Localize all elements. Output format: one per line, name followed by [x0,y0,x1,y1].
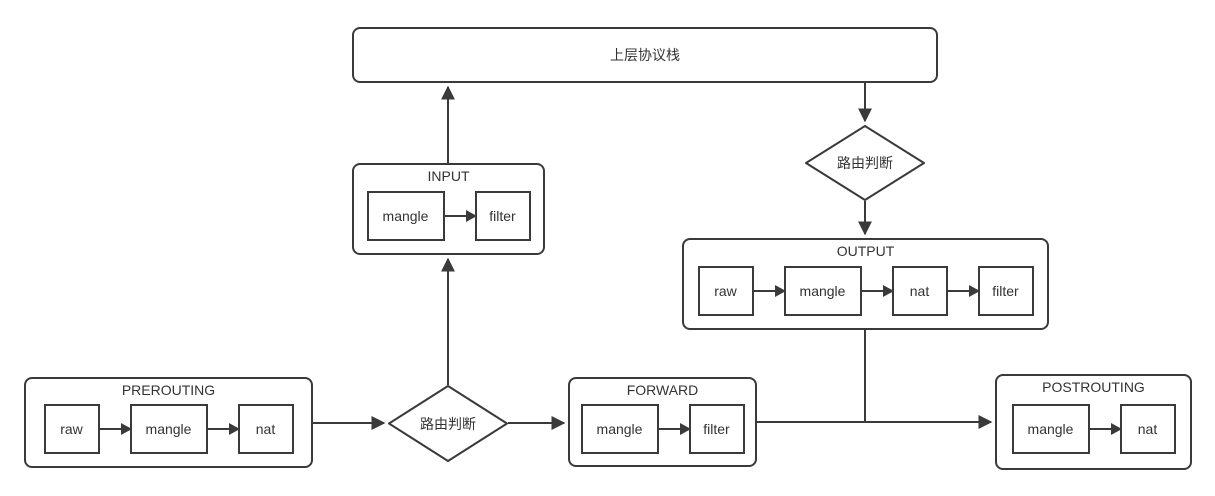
prerouting-node-mangle: mangle [129,404,208,454]
prerouting-node-raw: raw [43,404,100,454]
chain-postrouting-body: mangle nat [997,395,1190,468]
forward-node-filter: filter [688,403,745,454]
routing-decision-top: 路由判断 [805,125,925,201]
chain-postrouting-title: POSTROUTING [1042,379,1145,395]
chain-prerouting-title: PREROUTING [121,382,216,398]
chain-output-title: OUTPUT [836,243,895,259]
arrow-right-icon [444,209,477,222]
routing-decision-center: 路由判断 [388,385,508,462]
postrouting-node-mangle: mangle [1011,403,1090,454]
arrow-right-icon [207,423,240,435]
prerouting-node-nat: nat [237,404,294,454]
routing-decision-top-label: 路由判断 [837,155,893,171]
chain-postrouting: POSTROUTING mangle nat [995,374,1192,470]
chain-input: INPUT mangle filter [352,163,545,255]
arrow-right-icon [947,284,980,297]
chain-forward-title: FORWARD [626,382,699,398]
arrow-right-icon [99,423,132,435]
postrouting-node-nat: nat [1119,403,1176,454]
arrow-right-icon [861,284,894,297]
chain-output-body: raw mangle nat filter [684,259,1047,328]
chain-prerouting: PREROUTING raw mangle nat [24,377,313,468]
output-node-mangle: mangle [783,265,862,316]
output-node-raw: raw [697,265,754,316]
arrow-right-icon [1089,422,1122,435]
chain-forward: FORWARD mangle filter [568,377,757,467]
chain-input-title: INPUT [427,168,470,184]
input-node-mangle: mangle [366,190,445,241]
chain-output: OUTPUT raw mangle nat filter [682,238,1049,330]
diamond-shape [388,385,508,462]
chain-input-body: mangle filter [354,184,543,253]
stack-box: 上层协议栈 [352,27,938,83]
diamond-shape [805,125,925,201]
forward-node-mangle: mangle [580,403,659,454]
arrow-right-icon [753,284,786,297]
chain-prerouting-body: raw mangle nat [26,398,311,466]
routing-decision-center-label: 路由判断 [420,415,476,432]
output-node-filter: filter [977,265,1034,316]
chain-forward-body: mangle filter [570,398,755,465]
stack-label: 上层协议栈 [610,47,680,63]
input-node-filter: filter [474,190,531,241]
arrow-right-icon [658,422,691,435]
output-node-nat: nat [891,265,948,316]
